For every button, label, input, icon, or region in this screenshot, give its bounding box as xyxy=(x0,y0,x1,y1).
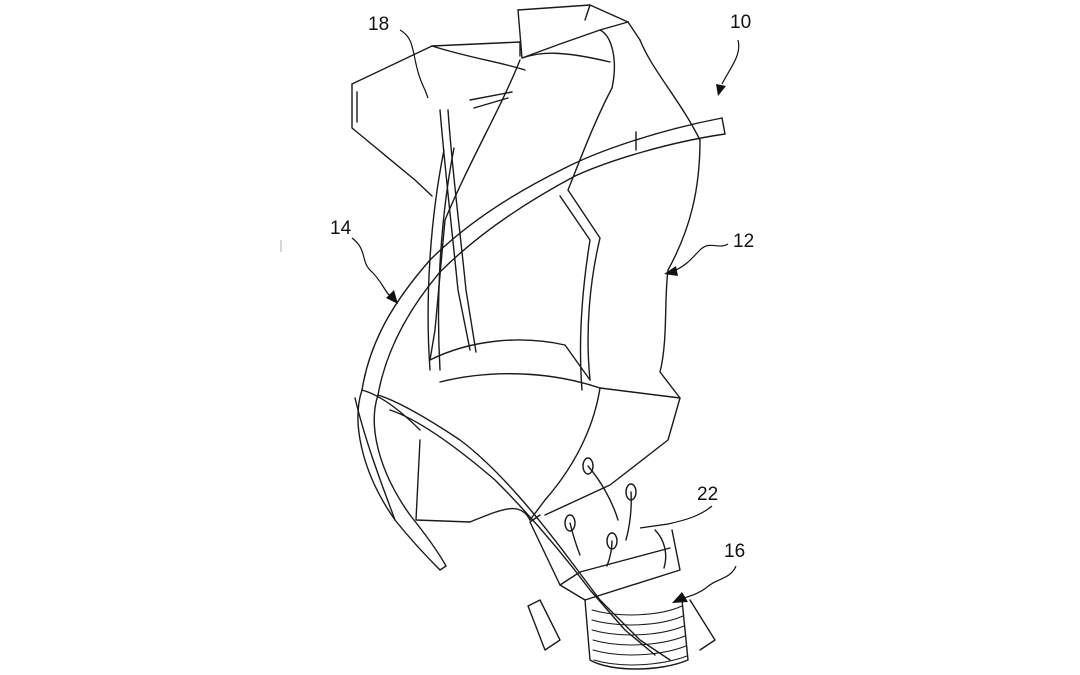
pin-4 xyxy=(606,532,618,567)
callout-10: 10 xyxy=(716,12,751,96)
threaded-fitting xyxy=(527,599,716,670)
connector-face xyxy=(529,457,681,601)
helical-strap xyxy=(354,91,726,661)
ref-numeral-14: 14 xyxy=(330,218,352,239)
ref-numeral-10: 10 xyxy=(730,12,751,33)
callout-12: 12 xyxy=(664,231,754,276)
callout-18: 18 xyxy=(368,14,429,99)
pin-3 xyxy=(564,514,581,556)
callout-14: 14 xyxy=(330,218,398,304)
pin-2 xyxy=(625,483,637,541)
pin-1 xyxy=(582,457,619,521)
rear-fin-panel xyxy=(351,41,526,197)
ref-numeral-16: 16 xyxy=(724,541,745,562)
ref-numeral-12: 12 xyxy=(733,231,754,252)
ref-numeral-18: 18 xyxy=(368,14,389,35)
callout-22: 22 xyxy=(639,484,718,529)
callout-16: 16 xyxy=(672,541,745,603)
ref-numeral-22: 22 xyxy=(697,484,718,505)
housing-body xyxy=(415,4,701,523)
